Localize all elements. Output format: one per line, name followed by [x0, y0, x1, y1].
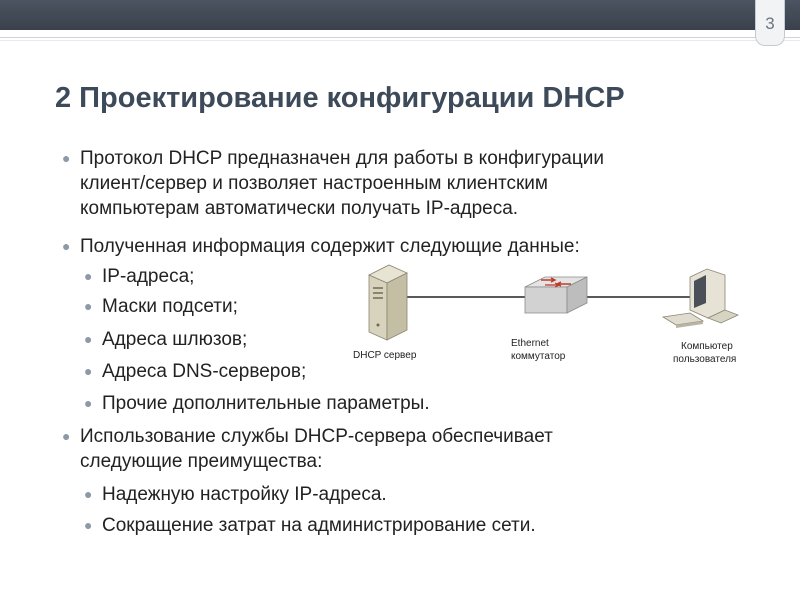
sub-bullet-item: ● IP-адреса; — [84, 264, 195, 289]
bullet-marker-icon: ● — [84, 517, 93, 533]
top-bar — [0, 0, 800, 30]
sub-bullet-item: ● Маски подсети; — [84, 294, 238, 319]
page-number: 3 — [765, 14, 775, 33]
bullet-line: Сокращение затрат на администрирование с… — [102, 515, 536, 536]
server-icon — [368, 264, 408, 341]
bullet-line: компьютерам автоматически получать IP-ад… — [80, 198, 519, 219]
bullet-line: Прочие дополнительные параметры. — [102, 393, 430, 414]
page-number-tab: 3 — [755, 0, 785, 46]
bullet-line: клиент/сервер и позволяет настроенным кл… — [80, 173, 548, 194]
user-computer-icon — [661, 268, 740, 328]
bullet-marker-icon: ● — [84, 331, 93, 347]
bullet-marker-icon: ● — [84, 395, 93, 411]
bullet-item: ● Использование службы DHCP-сервера обес… — [62, 424, 553, 474]
bullet-line: Использование службы DHCP-сервера обеспе… — [80, 426, 553, 447]
bullet-line: Надежную настройку IP-адреса. — [102, 484, 387, 505]
sub-bullet-item: ● Сокращение затрат на администрирование… — [84, 513, 536, 538]
switch-label-line-2: коммутатор — [511, 351, 566, 362]
ethernet-switch-icon — [524, 276, 588, 314]
network-diagram-graphic — [368, 264, 740, 341]
bullet-line: Адреса шлюзов; — [102, 329, 248, 350]
bullet-marker-icon: ● — [84, 486, 93, 502]
bullet-marker-icon: ● — [84, 298, 93, 314]
bullet-marker-icon: ● — [62, 428, 71, 444]
bullet-marker-icon: ● — [84, 363, 93, 379]
pc-label-line-2: пользователя — [673, 354, 737, 365]
sub-bullet-item: ● Прочие дополнительные параметры. — [84, 391, 430, 416]
accent-line — [0, 37, 800, 38]
bullet-line: Адреса DNS-серверов; — [102, 361, 307, 382]
bullet-item: ● Протокол DHCP предназначен для работы … — [62, 146, 604, 221]
accent-line-secondary — [0, 40, 800, 41]
slide-title: 2 Проектирование конфигурации DHCP — [55, 82, 625, 114]
bullet-marker-icon: ● — [84, 268, 93, 284]
bullet-line: Протокол DHCP предназначен для работы в … — [80, 148, 604, 169]
sub-bullet-item: ● Адреса DNS-серверов; — [84, 359, 307, 384]
bullet-line: Полученная информация содержит следующие… — [80, 236, 580, 257]
bullet-line: Маски подсети; — [102, 296, 238, 317]
bullet-line: следующие преимущества: — [80, 451, 323, 472]
bullet-marker-icon: ● — [62, 238, 71, 254]
sub-bullet-item: ● Адреса шлюзов; — [84, 327, 248, 352]
server-label: DHCP сервер — [353, 350, 417, 361]
pc-label-line-1: Компьютер — [681, 341, 733, 352]
switch-label-line-1: Ethernet — [511, 338, 549, 349]
network-diagram: DHCP сервер Ethernet коммутатор Компьюте… — [345, 255, 775, 385]
sub-bullet-item: ● Надежную настройку IP-адреса. — [84, 482, 387, 507]
bullet-line: IP-адреса; — [102, 266, 195, 287]
bullet-marker-icon: ● — [62, 150, 71, 166]
bullet-item: ● Полученная информация содержит следующ… — [62, 234, 580, 259]
